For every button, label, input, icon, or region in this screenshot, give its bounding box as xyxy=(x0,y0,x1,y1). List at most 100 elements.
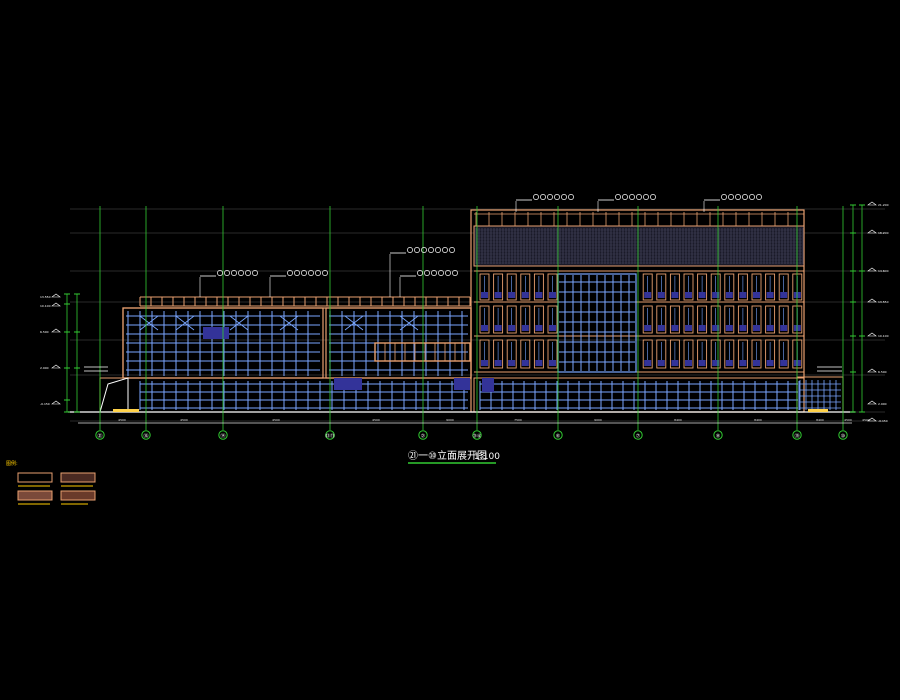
entrance-panel xyxy=(482,378,494,392)
note-bubble xyxy=(414,247,420,253)
window-bay xyxy=(697,339,708,369)
grid-axis-label: ⑲ xyxy=(794,433,799,440)
window-spandrel xyxy=(644,292,652,298)
window-spandrel xyxy=(508,292,516,298)
note-bubble xyxy=(431,270,437,276)
window-bay xyxy=(493,273,504,301)
note-bubble xyxy=(224,270,230,276)
note-bubble xyxy=(421,247,427,253)
window-bay xyxy=(724,339,735,369)
window-bay xyxy=(493,305,504,334)
annotation-notes xyxy=(84,194,842,372)
window-spandrel xyxy=(698,292,706,298)
window-bay xyxy=(656,305,667,334)
note-bubble xyxy=(217,270,223,276)
window-spandrel xyxy=(725,292,733,298)
grid-axis-label: ㉑ xyxy=(97,433,102,440)
note-bubble xyxy=(424,270,430,276)
window-bay xyxy=(710,305,721,334)
note-bubble xyxy=(308,270,314,276)
grid-axis-label: ⑦ xyxy=(636,434,641,440)
level-value: 18.200 xyxy=(878,231,889,235)
note-bubble xyxy=(301,270,307,276)
brace xyxy=(279,315,299,331)
window-bay xyxy=(493,339,504,369)
window-bay xyxy=(506,273,517,301)
dimension-value: 9000 xyxy=(446,418,454,422)
note-bubble xyxy=(245,270,251,276)
grid-axis-bubble xyxy=(713,430,723,440)
window-bay xyxy=(751,273,762,301)
dimension-value: 4500 xyxy=(180,418,188,422)
window-bay xyxy=(656,339,667,369)
note-bubble xyxy=(554,194,560,200)
window-bay xyxy=(547,305,558,334)
window-bay xyxy=(697,273,708,301)
window-bay xyxy=(683,339,694,369)
grid-axis-bubble xyxy=(792,430,802,440)
legend: 图例: xyxy=(6,460,96,505)
note-bubble xyxy=(294,270,300,276)
window-spandrel xyxy=(671,360,679,366)
window-bay xyxy=(533,305,544,334)
window-bay xyxy=(737,273,748,301)
window-spandrel xyxy=(780,360,788,366)
note-bubble xyxy=(756,194,762,200)
level-symbol xyxy=(867,400,877,405)
window-spandrel xyxy=(739,360,747,366)
level-value: 14.600 xyxy=(878,269,889,273)
window-spandrel xyxy=(657,292,665,298)
window-spandrel xyxy=(753,292,760,298)
dimension-chains: 21.20018.20014.60013.55010.1006.5002.900… xyxy=(40,201,889,423)
window-spandrel xyxy=(753,360,760,366)
window-spandrel xyxy=(644,325,652,331)
window-spandrel xyxy=(549,292,556,298)
grid-axis-bubble xyxy=(633,430,643,440)
dimension-value: 4500 xyxy=(372,418,380,422)
window-spandrel xyxy=(481,292,488,298)
note-bubble xyxy=(315,270,321,276)
note-bubble xyxy=(533,194,539,200)
brace xyxy=(229,315,249,331)
grid-axis-label: ⑧ xyxy=(716,434,721,440)
window-spandrel xyxy=(766,360,774,366)
dimension-value: 4500 xyxy=(862,418,870,422)
window-bay xyxy=(642,273,653,301)
note-bubble xyxy=(629,194,635,200)
note-bubble xyxy=(735,194,741,200)
window-spandrel xyxy=(766,292,774,298)
window-bay xyxy=(642,339,653,369)
grid-axis-label: ③④ xyxy=(473,434,482,440)
window-spandrel xyxy=(535,360,543,366)
window-spandrel xyxy=(780,325,788,331)
window-bay xyxy=(669,305,680,334)
grid-axis-bubble xyxy=(325,430,335,440)
grid-axis-label: ⑬⑪ xyxy=(325,433,335,440)
note-bubble xyxy=(728,194,734,200)
note-bubble xyxy=(417,270,423,276)
level-symbol xyxy=(51,328,61,333)
level-symbol xyxy=(867,298,877,303)
level-symbol xyxy=(867,267,877,272)
level-symbol xyxy=(867,229,877,234)
grid-axis-bubble xyxy=(95,430,105,440)
note-bubble xyxy=(749,194,755,200)
window-spandrel xyxy=(671,325,679,331)
dimension-value: 4500 xyxy=(118,418,126,422)
ground-highlight xyxy=(808,409,828,412)
level-value: 21.200 xyxy=(878,203,889,207)
window-spandrel xyxy=(549,325,556,331)
drawing-scale: 1:100 xyxy=(474,452,500,462)
level-value: 10.100 xyxy=(40,304,51,308)
window-bay xyxy=(765,273,776,301)
grid-axis-label: ⑩ xyxy=(841,434,846,440)
dimension-value: 9000 xyxy=(594,418,602,422)
window-bay xyxy=(710,339,721,369)
brace xyxy=(344,315,364,331)
legend-swatch-4 xyxy=(60,490,96,501)
dimension-value: 7500 xyxy=(514,418,522,422)
window-bay xyxy=(751,305,762,334)
brace xyxy=(139,315,159,331)
window-bay xyxy=(724,273,735,301)
